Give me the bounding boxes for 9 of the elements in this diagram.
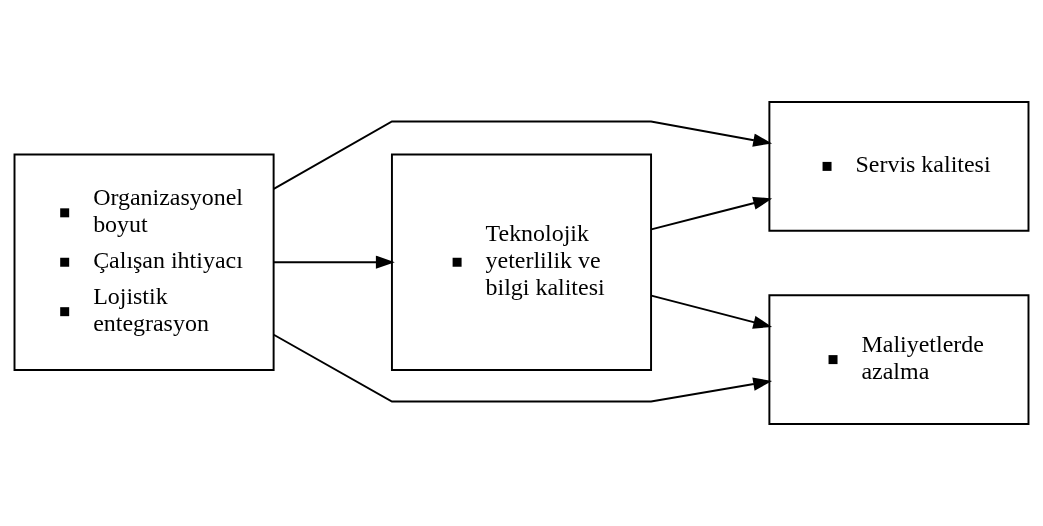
node-box: Teknolojik yeterlilik ve bilgi kalitesi [390, 153, 653, 372]
node-box: Servis kalitesi [768, 101, 1030, 232]
node-box: Maliyetlerde azalma [768, 294, 1030, 425]
arrow [272, 120, 773, 190]
arrow [650, 294, 773, 329]
node-box: Organizasyonel boyut Çalışan ihtiyacı Lojistik entegrasyon [13, 153, 275, 372]
arrow [272, 255, 395, 269]
arrow [650, 196, 773, 231]
arrow [272, 333, 773, 403]
